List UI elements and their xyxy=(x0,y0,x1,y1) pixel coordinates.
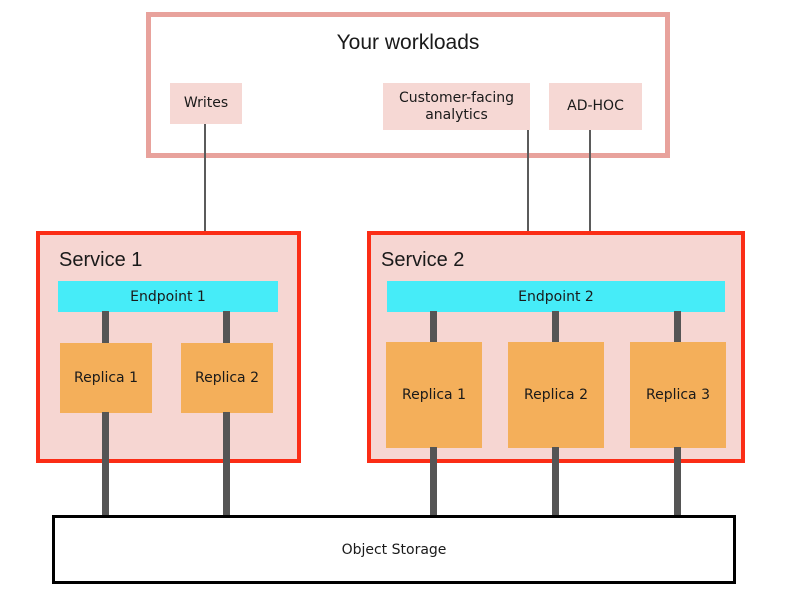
link-endpoint-1-to-service-1-replica-2 xyxy=(223,311,230,344)
service-2-replica-3[interactable]: Replica 3 xyxy=(630,342,726,448)
link-service-2-replica-1-to-storage xyxy=(430,447,437,516)
endpoint-2-bar[interactable]: Endpoint 2 xyxy=(387,281,725,312)
link-endpoint-2-to-service-2-replica-3 xyxy=(674,311,681,343)
workload-chip-customer-facing-analytics[interactable]: Customer-facing analytics xyxy=(383,83,530,130)
endpoint-1-bar[interactable]: Endpoint 1 xyxy=(58,281,278,312)
arrow-writes-to-endpoint-1-line xyxy=(204,124,206,257)
arrow-adhoc-to-endpoint-2-line xyxy=(589,130,591,257)
service-1-title: Service 1 xyxy=(59,249,143,271)
service-2-replica-1[interactable]: Replica 1 xyxy=(386,342,482,448)
workloads-title: Your workloads xyxy=(336,31,480,54)
link-service-1-replica-1-to-storage xyxy=(102,412,109,516)
arrow-analytics-to-endpoint-2-line xyxy=(527,130,529,257)
service-2-title: Service 2 xyxy=(381,249,465,271)
object-storage-box[interactable]: Object Storage xyxy=(52,515,736,584)
link-service-2-replica-2-to-storage xyxy=(552,447,559,516)
service-1-replica-1[interactable]: Replica 1 xyxy=(60,343,152,413)
workload-chip-ad-hoc[interactable]: AD-HOC xyxy=(549,83,642,130)
link-endpoint-1-to-service-1-replica-1 xyxy=(102,311,109,344)
link-service-1-replica-2-to-storage xyxy=(223,412,230,516)
link-endpoint-2-to-service-2-replica-2 xyxy=(552,311,559,343)
link-service-2-replica-3-to-storage xyxy=(674,447,681,516)
workload-chip-writes[interactable]: Writes xyxy=(170,83,242,124)
link-endpoint-2-to-service-2-replica-1 xyxy=(430,311,437,343)
service-1-replica-2[interactable]: Replica 2 xyxy=(181,343,273,413)
service-2-replica-2[interactable]: Replica 2 xyxy=(508,342,604,448)
